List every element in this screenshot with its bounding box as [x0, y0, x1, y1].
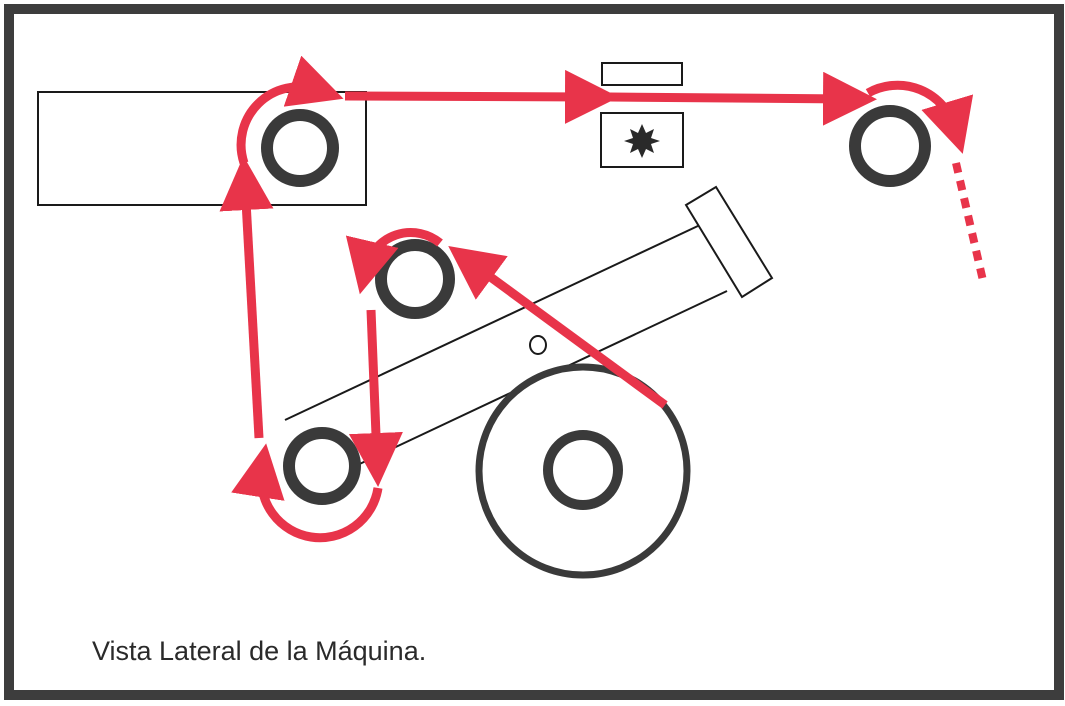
- main-drum: [475, 363, 691, 579]
- path-around-exit: [865, 80, 974, 154]
- web-path-arrows: [219, 55, 974, 543]
- path-around-dancer: [345, 228, 443, 295]
- path-drum-to-dancer: [448, 246, 668, 409]
- path-lower-to-top: [219, 156, 274, 439]
- path-around-lower: [231, 443, 383, 543]
- path-around-top: [236, 55, 344, 165]
- cutter-star-block: [600, 112, 684, 168]
- upper-dancer-roller: [375, 239, 455, 319]
- arm-end-cap: [684, 185, 774, 299]
- arm-pivot: [529, 335, 547, 355]
- path-top-to-cutter: [344, 69, 619, 124]
- path-cutter-to-exit: [609, 71, 877, 126]
- lower-arm-roller: [283, 427, 361, 505]
- top-left-roller: [261, 109, 339, 187]
- web-exit-dashes: [952, 162, 988, 286]
- unwind-box: [37, 91, 367, 206]
- path-dancer-to-lower: [348, 309, 403, 487]
- cutter-star-icon: [624, 124, 660, 158]
- main-drum-hub: [543, 430, 623, 510]
- diagram-caption: Vista Lateral de la Máquina.: [92, 636, 427, 666]
